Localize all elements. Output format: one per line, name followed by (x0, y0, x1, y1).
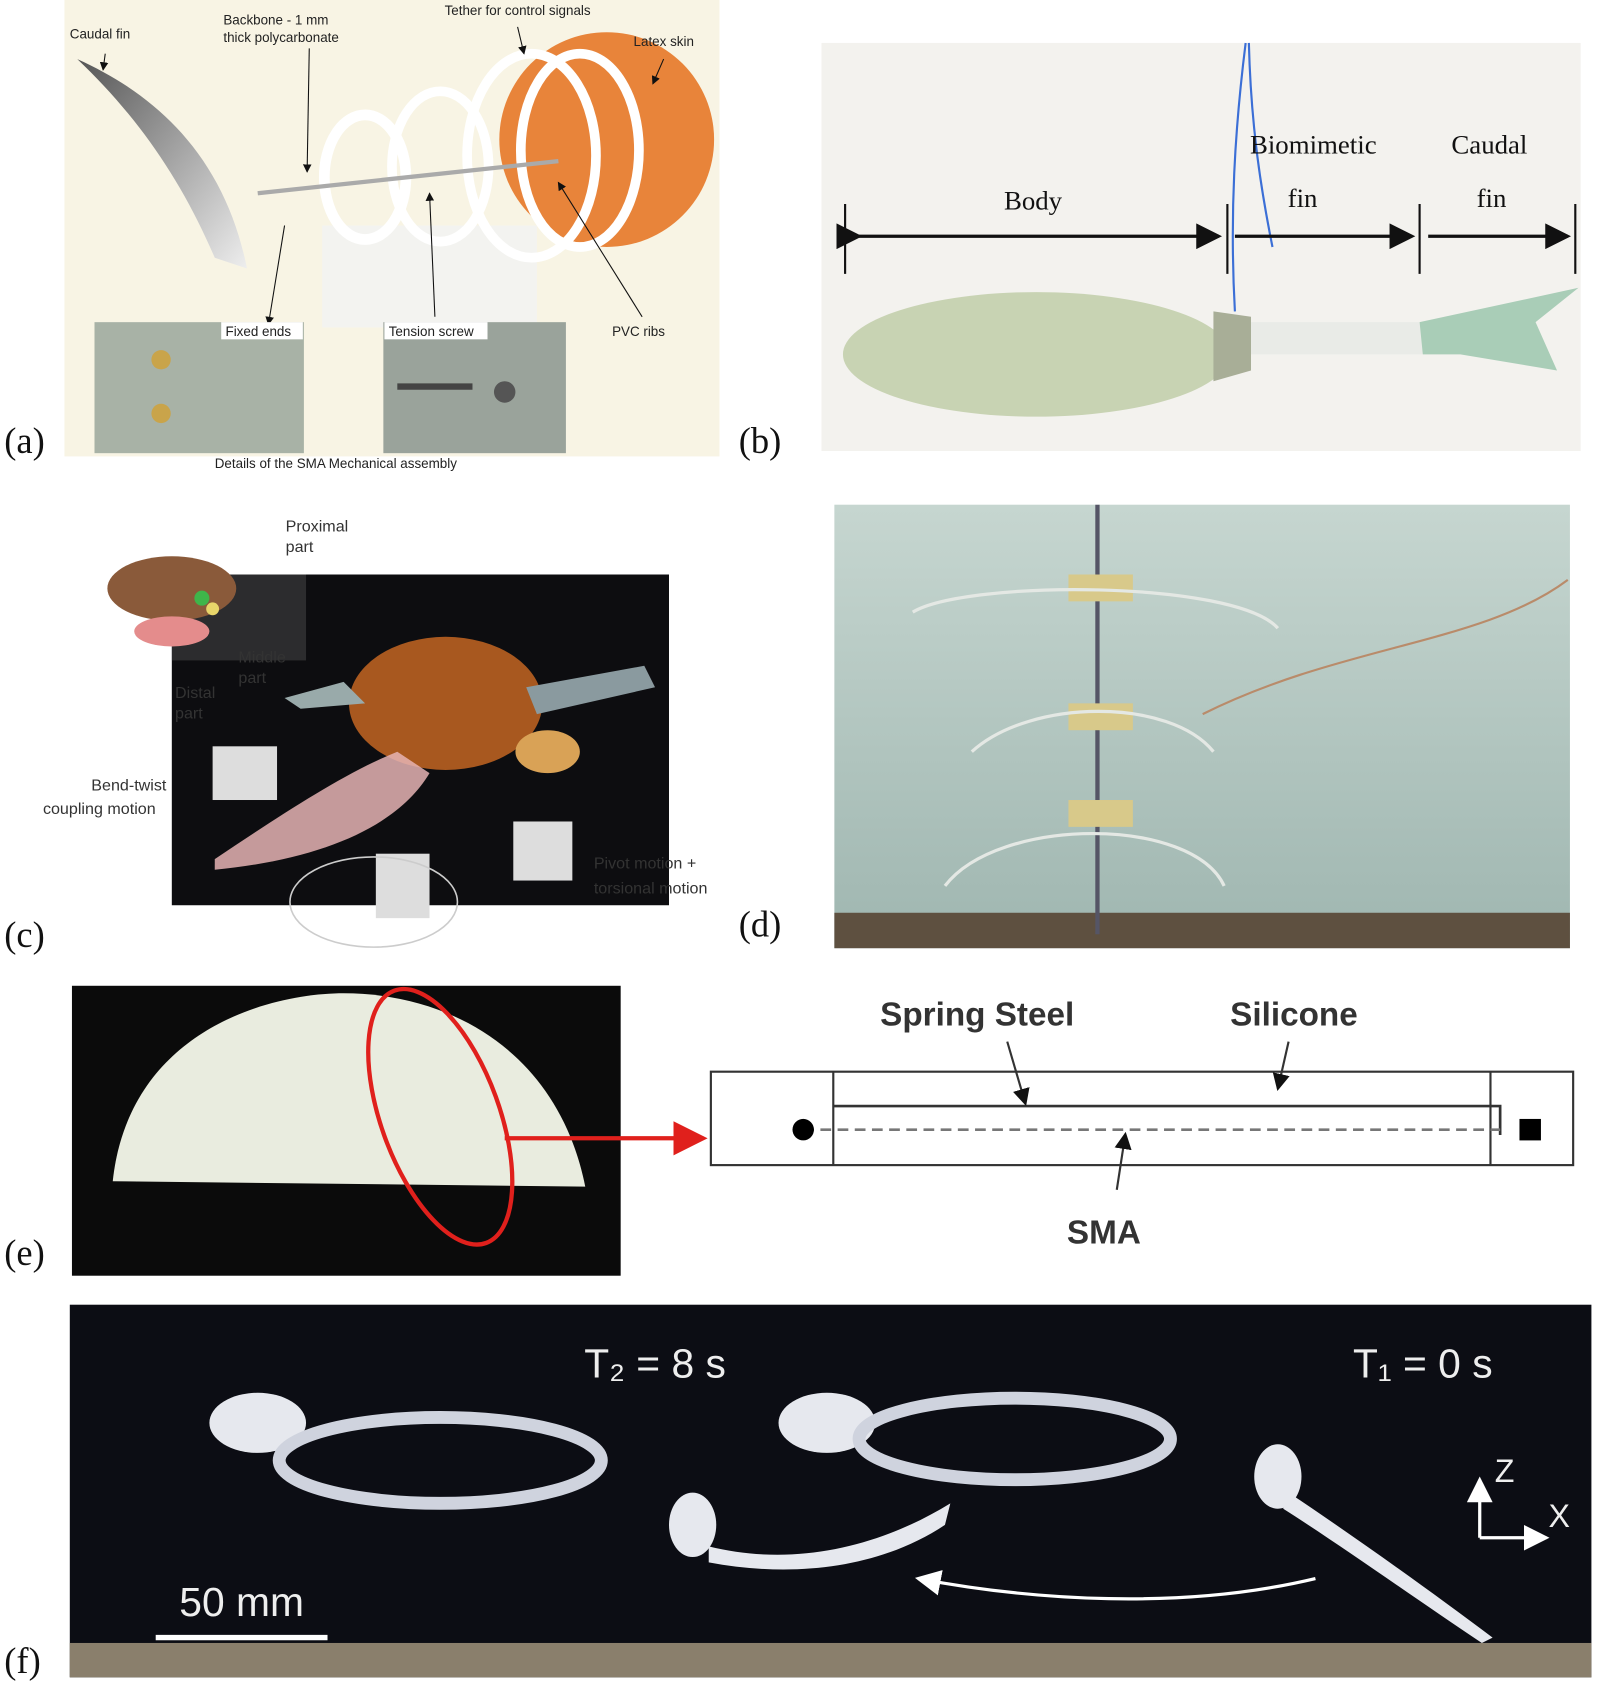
lattice-middle (375, 853, 430, 919)
panel-a: Caudal fin Backbone - 1 mm thick polycar… (4, 0, 720, 471)
highlight-ellipse (366, 986, 515, 1247)
caudal-fin-shape-b (1419, 287, 1579, 371)
label-pivot-2: torsional motion (594, 879, 708, 897)
label-proximal: Proximal (286, 518, 349, 536)
label-caudal: Caudal (1451, 130, 1527, 160)
scale-bar-label: 50 mm (179, 1579, 304, 1625)
actuator-diagram (709, 1041, 1575, 1190)
anchor-square (1519, 1118, 1541, 1141)
panel-d: (d) (739, 504, 1570, 949)
flipper (214, 751, 430, 870)
motion-arrow (914, 1570, 1316, 1601)
label-t2: T₂ = 8 s (584, 1341, 726, 1387)
rib (515, 48, 644, 252)
panel-b: Body Biomimetic fin Caudal fin (b) (739, 42, 1581, 461)
panel-label-b: (b) (739, 420, 782, 461)
axis-z-label: Z (1495, 1453, 1515, 1489)
axes-icon: Z X (1466, 1453, 1570, 1551)
label-bend-twist: Bend-twist (91, 776, 167, 794)
label-distal-2: part (175, 704, 203, 722)
panel-c: Proximal part Middle part Distal part Be… (4, 518, 707, 956)
spring-steel-line (833, 1104, 1502, 1136)
label-caudal-fin-b: fin (1477, 183, 1507, 213)
label-middle: Middle (238, 649, 285, 667)
label-fixed-ends: Fixed ends (226, 324, 292, 339)
tether-wire (1231, 42, 1247, 312)
body-shape (842, 292, 1230, 417)
label-middle-2: part (238, 669, 266, 687)
panel-f: T₂ = 8 s T₁ = 0 s 50 mm Z X (f) (4, 1304, 1592, 1681)
label-tether: Tether for control signals (445, 3, 591, 18)
latex-skin-shape (499, 32, 715, 247)
backbone (257, 158, 559, 196)
panel-e: Spring Steel Silicone SMA (e) (4, 985, 1575, 1276)
label-tension-screw: Tension screw (389, 324, 474, 339)
label-bend-twist-2: coupling motion (43, 800, 156, 818)
caption-sma-assembly: Details of the SMA Mechanical assembly (215, 456, 457, 471)
label-latex-skin: Latex skin (634, 34, 694, 49)
panel-label-f: (f) (4, 1640, 40, 1681)
label-silicone: Silicone (1230, 997, 1358, 1034)
label-biomimetic: Biomimetic (1250, 130, 1377, 160)
label-sma: SMA (1067, 1215, 1141, 1252)
rib (462, 48, 601, 263)
turtle-robot-shell (348, 636, 543, 770)
label-caudal-fin: Caudal fin (70, 27, 130, 42)
robot-t2 (209, 1392, 951, 1570)
panel-label-c: (c) (4, 914, 45, 955)
panel-d-photo (834, 504, 1570, 949)
lattice-bend-twist (212, 746, 278, 801)
gravel (834, 912, 1570, 949)
label-biomimetic-fin: fin (1288, 183, 1318, 213)
label-pivot: Pivot motion + (594, 855, 696, 873)
label-pvc-ribs: PVC ribs (612, 324, 665, 339)
biomimetic-fin-shape (1251, 322, 1423, 355)
inset-fixed-ends (94, 322, 304, 454)
jellyfish-robots (1068, 574, 1133, 827)
label-distal: Distal (175, 684, 215, 702)
panel-label-e: (e) (4, 1232, 45, 1273)
label-backbone-2: thick polycarbonate (223, 30, 339, 45)
label-proximal-2: part (286, 538, 314, 556)
label-spring-steel: Spring Steel (880, 997, 1074, 1034)
label-body: Body (1004, 185, 1063, 215)
robot-t1 (778, 1391, 1493, 1643)
label-t1: T₁ = 0 s (1353, 1341, 1493, 1387)
panel-label-d: (d) (739, 903, 782, 944)
anchor-circle (792, 1118, 814, 1141)
lattice-pivot (513, 821, 573, 881)
label-backbone: Backbone - 1 mm (223, 13, 328, 28)
axis-x-label: X (1548, 1498, 1569, 1534)
caudal-fin-shape (77, 59, 247, 269)
panel-label-a: (a) (4, 420, 45, 461)
sand (69, 1642, 1592, 1678)
